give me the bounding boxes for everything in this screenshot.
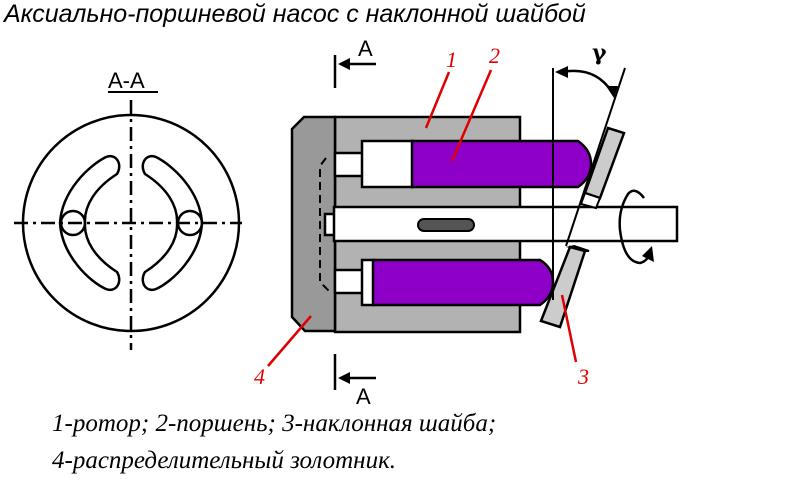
angle-label: γ xyxy=(592,40,607,66)
angle-arrow-left-icon xyxy=(555,66,568,78)
distributor-valve xyxy=(290,115,337,333)
drive-shaft xyxy=(332,205,679,243)
bottom-port xyxy=(333,268,365,295)
section-marker-bottom: А xyxy=(333,354,376,409)
section-view-a-a: А-А xyxy=(14,68,242,350)
angle-arc xyxy=(561,69,614,93)
callout-leader-1 xyxy=(424,71,451,129)
section-arrow-top-icon xyxy=(338,58,350,70)
section-view-label: А-А xyxy=(108,68,145,93)
rotation-arc xyxy=(618,189,652,265)
diagram-title: Аксиально-поршневой насос с наклонной ша… xyxy=(4,0,586,28)
callout-3: 3 xyxy=(577,364,589,389)
callout-leader-4 xyxy=(267,315,312,367)
swash-plate-gap-upper xyxy=(579,191,602,210)
top-piston xyxy=(410,139,593,189)
legend-line-2: 4-распределительный золотник. xyxy=(52,447,397,474)
callout-leader-2 xyxy=(450,69,493,162)
legend-line-1: 1-ротор; 2-поршень; 3-наклонная шайба; xyxy=(52,410,497,437)
section-arrow-bottom-icon xyxy=(338,372,350,384)
section-marker-top: А xyxy=(333,36,376,88)
callout-2: 2 xyxy=(489,43,500,68)
top-cylinder-chamber xyxy=(360,139,415,189)
callout-leaders xyxy=(267,69,578,367)
plate-axis-line xyxy=(565,67,626,247)
shaft-key xyxy=(417,218,475,232)
swash-plate-lower xyxy=(539,245,587,329)
bottom-piston xyxy=(371,258,555,307)
section-marker-bottom-label: А xyxy=(356,384,371,409)
angle-arrow-right-icon xyxy=(606,86,618,98)
callout-1: 1 xyxy=(446,47,457,72)
section-marker-top-label: А xyxy=(358,36,373,61)
rotation-arrow-icon xyxy=(642,246,654,262)
callout-leader-3 xyxy=(560,294,578,363)
top-port xyxy=(333,151,365,178)
callout-4: 4 xyxy=(254,364,265,389)
valve-channel-dashed xyxy=(319,157,331,293)
